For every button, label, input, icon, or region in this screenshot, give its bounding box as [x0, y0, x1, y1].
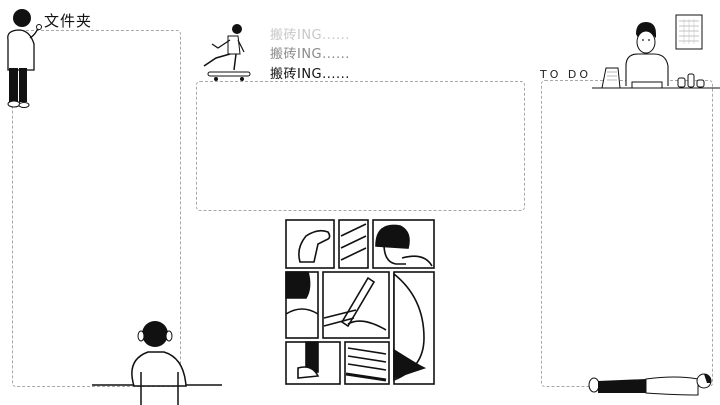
person-back-view-icon: [92, 318, 222, 405]
todo-panel[interactable]: [541, 80, 713, 387]
folder-title: 文件夹: [44, 12, 93, 30]
working-panel[interactable]: [196, 81, 525, 211]
wall-calendar-icon: [675, 14, 703, 50]
person-lying-down-icon: [586, 369, 716, 399]
person-writing-at-desk-icon: [592, 14, 720, 92]
comic-panels-writing-icon: [284, 218, 436, 388]
working-line-1: 搬砖ING......: [270, 28, 350, 43]
folder-panel[interactable]: [12, 30, 181, 387]
working-line-3: 搬砖ING......: [270, 67, 350, 82]
skateboarder-icon: [198, 22, 254, 84]
todo-title: TO DO: [540, 68, 592, 81]
person-pointing-icon: [0, 4, 46, 108]
working-line-2: 搬砖ING......: [270, 47, 350, 62]
